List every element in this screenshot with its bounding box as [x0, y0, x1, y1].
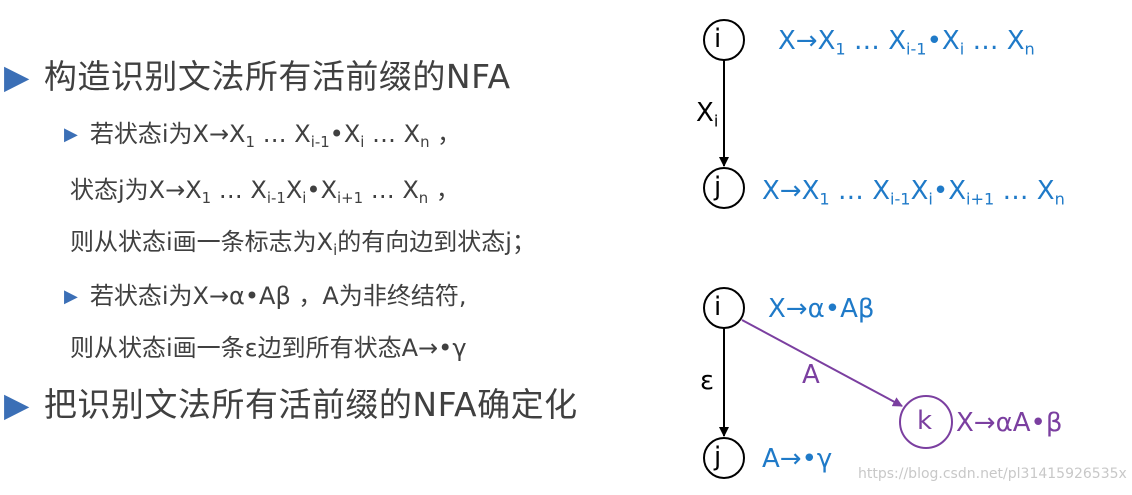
node-i-label: i — [714, 24, 722, 54]
rule2-line1: ▶若状态i为X→α•Aβ ，A为非终结符, — [64, 282, 467, 310]
rule1-line1: ▶若状态i为X→X1 … Xi-1•Xi … Xn ， — [64, 120, 462, 152]
rule1-line3: 则从状态i画一条标志为Xi的有向边到状态j； — [70, 228, 536, 260]
state-k-item: X→αA•β — [956, 408, 1063, 438]
edge-a-label: A — [802, 360, 820, 390]
rule2-line2: 则从状态i画一条ε边到所有状态A→•γ — [70, 334, 467, 362]
state-j-item: X→X1 … Xi-1Xi•Xi+1 … Xn — [762, 176, 1065, 209]
triangle-bullet-icon: ▶ — [64, 124, 78, 145]
edge-a — [741, 319, 903, 407]
state-j-node-2 — [703, 437, 745, 479]
node-k-label: k — [917, 406, 933, 436]
state-j2-item: A→•γ — [762, 444, 833, 474]
edge-xi-label: Xi — [696, 98, 719, 131]
state-i-node-2 — [703, 287, 745, 329]
triangle-bullet-icon: ▶ — [64, 286, 78, 307]
triangle-bullet-icon: ▶ — [4, 57, 30, 96]
triangle-bullet-icon: ▶ — [4, 385, 30, 424]
watermark-text: https://blog.csdn.net/pl31415926535x — [858, 466, 1127, 482]
state-k-node — [899, 395, 953, 449]
edge-epsilon-label: ε — [700, 366, 715, 396]
state-i2-item: X→α•Aβ — [768, 294, 875, 324]
node-i2-label: i — [714, 292, 722, 322]
bullet-construct-nfa: ▶构造识别文法所有活前缀的NFA — [4, 57, 511, 96]
bullet-determinize-nfa: ▶把识别文法所有活前缀的NFA确定化 — [4, 385, 578, 424]
rule1-line2: 状态j为X→X1 … Xi-1Xi•Xi+1 … Xn ， — [70, 176, 460, 208]
state-i-node — [703, 19, 745, 61]
state-j-node — [703, 167, 745, 209]
node-j-label: j — [714, 172, 722, 202]
node-j2-label: j — [714, 442, 722, 472]
state-i-item: X→X1 … Xi-1•Xi … Xn — [778, 26, 1035, 59]
